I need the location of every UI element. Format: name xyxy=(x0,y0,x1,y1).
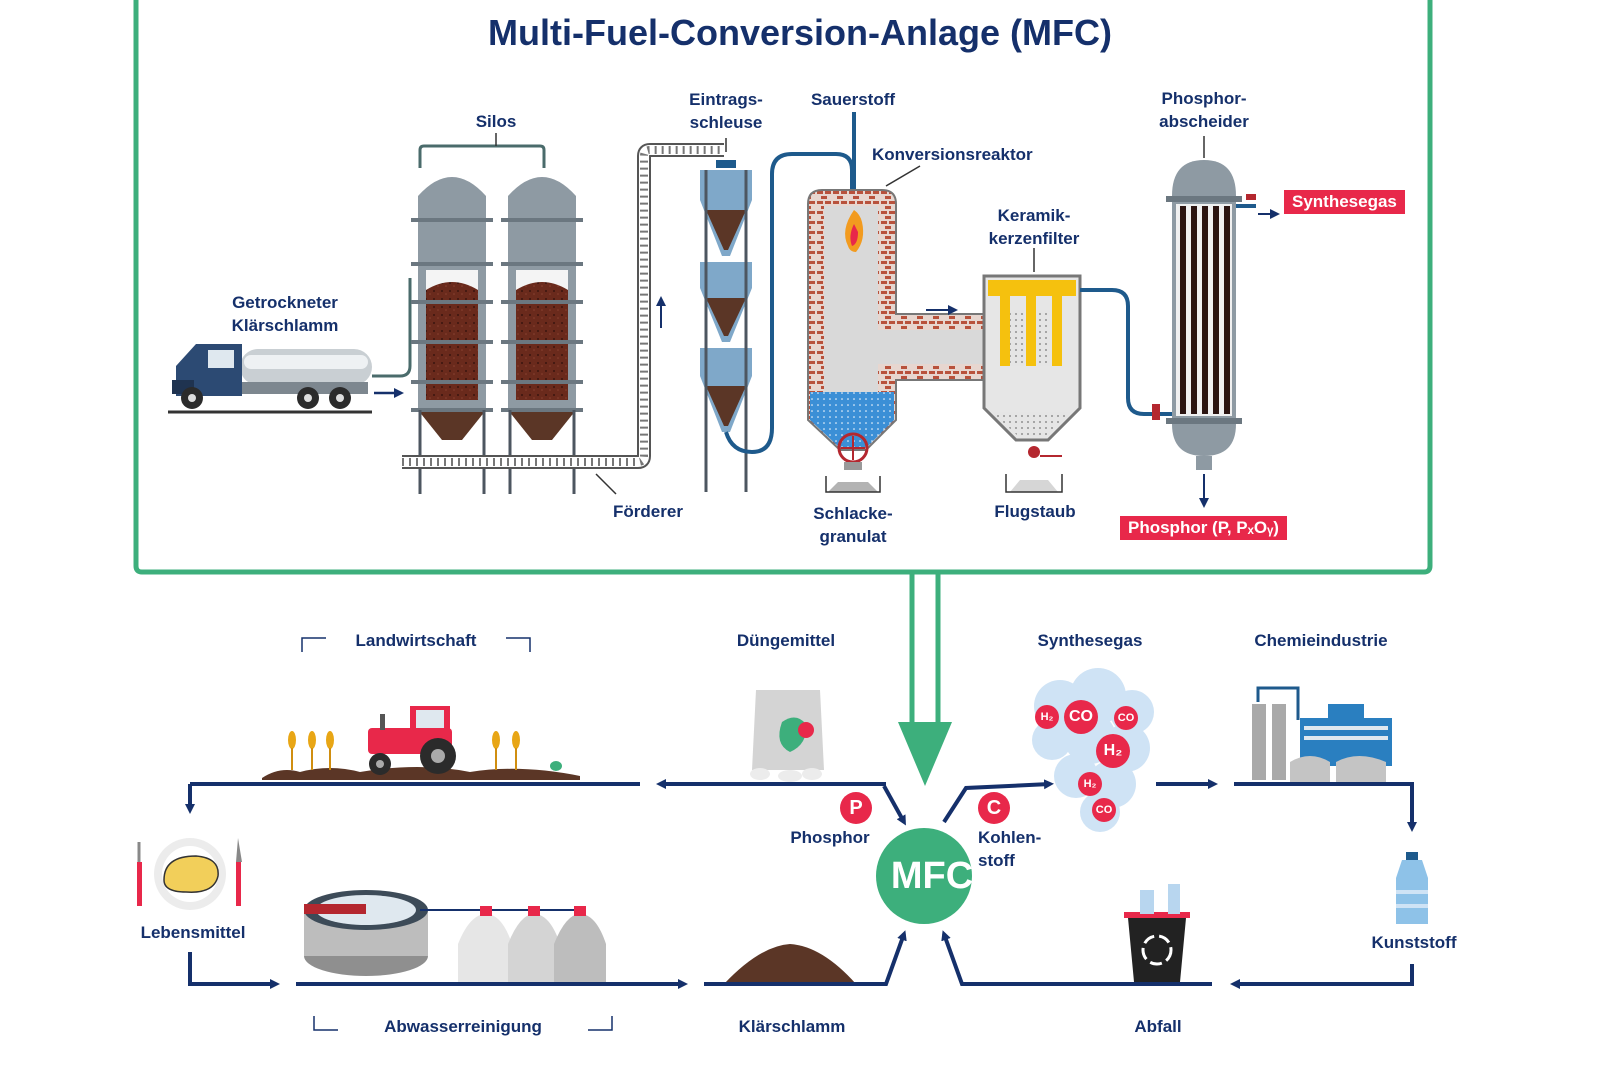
carbon-label-line1: Kohlen- xyxy=(978,828,1042,847)
chemical-plant-icon xyxy=(1252,686,1392,782)
syngas-label: Synthesegas xyxy=(1037,631,1143,650)
fertilizer-bag-icon xyxy=(750,690,824,782)
field-tractor-icon xyxy=(262,706,580,780)
truck-label-line1: Getrockneter xyxy=(232,293,338,312)
feed-lock-label-line2: schleuse xyxy=(689,113,763,132)
green-arrow xyxy=(898,572,952,786)
oxygen-label: Sauerstoff xyxy=(810,90,896,109)
agriculture-label: Landwirtschaft xyxy=(355,631,477,650)
phosphor-tag: Phosphor (P, PₓOᵧ) xyxy=(1120,516,1287,540)
ceramic-filter xyxy=(982,248,1082,493)
separator-label-line2: abscheider xyxy=(1159,112,1249,131)
valve-icon xyxy=(1152,404,1160,420)
plastic-label: Kunststoff xyxy=(1371,933,1457,952)
carbon-label-line2: stoff xyxy=(978,851,1015,870)
truck-label-line2: Klärschlamm xyxy=(231,316,339,335)
fly-ash-label: Flugstaub xyxy=(994,502,1076,521)
filter-pipe xyxy=(1080,288,1172,416)
phosphor-badge: P xyxy=(840,792,872,824)
separator-label-line1: Phosphor- xyxy=(1161,89,1247,108)
silo-top-pipe xyxy=(418,144,546,168)
waste-label: Abfall xyxy=(1134,1017,1182,1036)
phosphor-label: Phosphor xyxy=(790,828,870,847)
slag-label: Schlacke- granulat xyxy=(794,502,912,548)
phosphor-separator xyxy=(1166,136,1256,470)
gas-bubble: H₂ xyxy=(1096,734,1130,768)
slag-label-line2: granulat xyxy=(819,527,887,546)
syngas-tag: Synthesegas xyxy=(1284,190,1405,214)
food-label: Lebensmittel xyxy=(140,923,246,942)
fertilizer-label: Düngemittel xyxy=(736,631,836,650)
plant-frame xyxy=(133,0,1433,575)
gas-bubble: CO xyxy=(1114,706,1138,730)
mfc-hub-label: MFC xyxy=(890,855,974,897)
sludge-label: Klärschlamm xyxy=(738,1017,846,1036)
filter-label: Keramik- kerzenfilter xyxy=(974,204,1094,250)
gas-bubble: H₂ xyxy=(1035,705,1059,729)
silo-left xyxy=(411,177,493,494)
reactor xyxy=(807,165,987,493)
slag-label-line1: Schlacke- xyxy=(813,504,893,523)
truck-label: Getrockneter Klärschlamm xyxy=(210,291,360,337)
truck-pipe xyxy=(372,278,412,378)
plastic-bottle-icon xyxy=(1396,852,1428,924)
gas-bubble: CO xyxy=(1092,798,1116,822)
conveyor xyxy=(402,143,724,495)
wastewater-plant-icon xyxy=(304,890,606,984)
page-title: Multi-Fuel-Conversion-Anlage (MFC) xyxy=(488,12,1112,53)
separator-label: Phosphor- abscheider xyxy=(1140,87,1268,133)
bracket-ww-left xyxy=(313,1016,338,1031)
mfc-hub xyxy=(876,828,972,924)
feed-lock-label: Eintrags- schleuse xyxy=(666,88,786,134)
cycle-flow-lines xyxy=(185,779,1417,989)
silo-right xyxy=(501,177,583,494)
bracket-ww-right xyxy=(588,1016,613,1031)
feed-lock-label-line1: Eintrags- xyxy=(689,90,763,109)
reactor-label: Konversionsreaktor xyxy=(872,145,1033,164)
gas-bubble: CO xyxy=(1064,700,1098,734)
sludge-heap-icon xyxy=(724,944,856,984)
food-plate-icon xyxy=(137,838,242,910)
conveyor-label: Förderer xyxy=(613,502,683,521)
feed-lock xyxy=(700,138,854,492)
bracket-agri-right xyxy=(506,637,531,652)
wastewater-label: Abwasserreinigung xyxy=(384,1017,542,1036)
filter-label-line2: kerzenfilter xyxy=(988,229,1080,248)
waste-bin-icon xyxy=(1124,884,1190,982)
filter-label-line1: Keramik- xyxy=(997,206,1071,225)
gas-bubble: H₂ xyxy=(1078,772,1102,796)
carbon-badge: C xyxy=(978,792,1010,824)
bracket-agri-left xyxy=(301,637,326,652)
truck-icon xyxy=(168,344,372,414)
silos-label: Silos xyxy=(475,112,517,131)
carbon-label: Kohlen- stoff xyxy=(978,826,1068,872)
chem-industry-label: Chemieindustrie xyxy=(1254,631,1388,650)
